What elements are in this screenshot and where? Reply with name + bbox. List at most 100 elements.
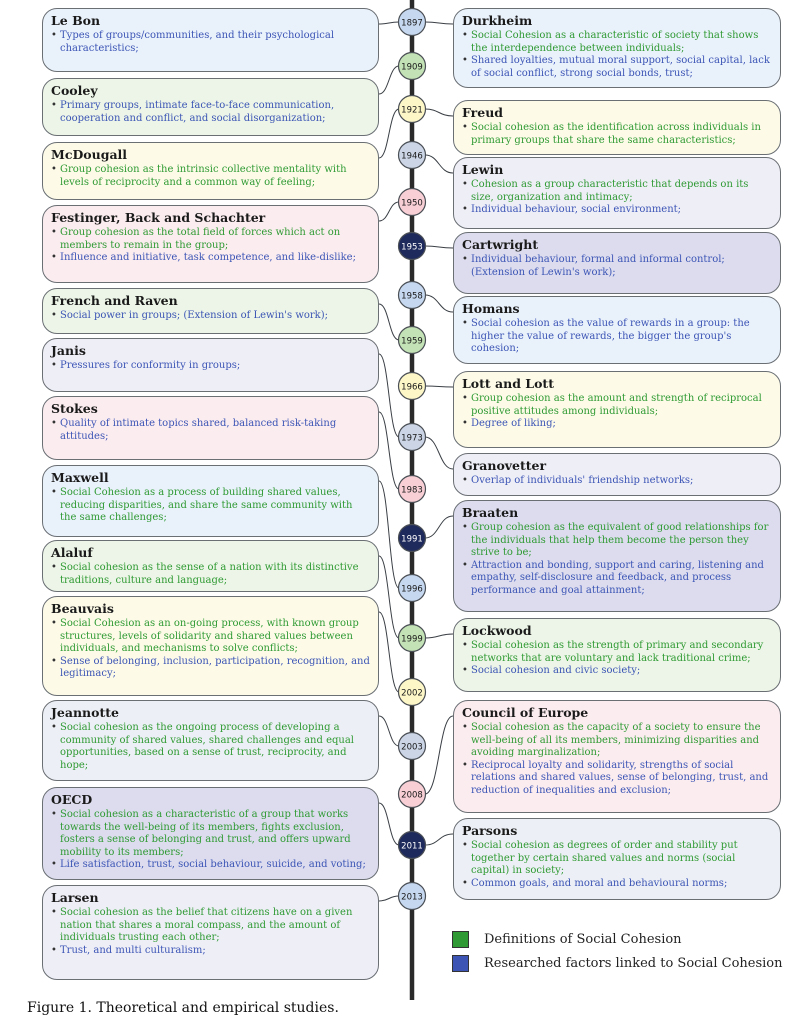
year-node-1973: 1973 [397,422,427,452]
factor-item: Trust, and multi culturalism; [51,945,370,958]
study-card-le-bon: Le BonTypes of groups/communities, and t… [42,8,379,72]
connector-line [378,108,400,159]
study-author: Granovetter [462,458,547,473]
year-node-circle [397,187,427,217]
study-author: Festinger, Back and Schachter [51,210,266,225]
year-label: 1983 [401,485,423,495]
connector-line [378,480,400,589]
study-card-oecd: OECD Social cohesion as a characteristic … [42,787,379,880]
year-label: 1953 [401,242,423,252]
year-node-2003: 2003 [397,731,427,761]
study-author: Cartwright [462,237,539,252]
connector-line [378,21,400,25]
connector-line [424,108,454,117]
study-card-homans: HomansSocial cohesion as the value of re… [453,296,781,364]
study-card-larsen: LarsenSocial cohesion as the belief that… [42,885,379,980]
year-node-1996: 1996 [397,573,427,603]
year-node-circle [397,325,427,355]
year-label: 1966 [401,382,423,392]
year-label: 2003 [401,742,423,752]
year-node-1958: 1958 [397,280,427,310]
year-label: 1996 [401,584,423,594]
factor-item: Social power in groups; (Extension of Le… [51,310,370,323]
definition-item: Social Cohesion as an on-going process, … [51,618,370,656]
definition-item: Social cohesion as a characteristic of a… [51,809,370,859]
year-node-circle [397,422,427,452]
factor-item: Individual behaviour, formal and informa… [462,254,772,279]
factor-item: Types of groups/communities, and their p… [51,30,370,55]
year-node-circle [397,623,427,653]
study-author: Maxwell [51,470,109,485]
legend-swatch-definitions [452,930,469,948]
year-label: 1946 [401,151,423,161]
study-card-freud: FreudSocial cohesion as the identificati… [453,100,781,155]
definition-item: Social cohesion as the belief that citiz… [51,907,370,945]
year-label: 1991 [401,534,423,544]
year-node-circle [397,231,427,261]
study-author: Stokes [51,401,98,416]
year-node-circle [397,140,427,170]
legend-entry-definitions: Definitions of Social Cohesion [452,929,783,949]
year-node-circle [397,280,427,310]
year-node-circle [397,371,427,401]
study-card-cartwright: CartwrightIndividual behaviour, formal a… [453,232,781,294]
year-node-circle [397,573,427,603]
study-card-parsons: ParsonsSocial cohesion as degrees of ord… [453,818,781,900]
year-label: 2011 [401,841,423,851]
connector-line [378,303,400,341]
study-card-durkheim: DurkheimSocial Cohesion as a characteris… [453,8,781,88]
connector-line [378,802,400,846]
connector-line [378,611,400,693]
legend-entry-factors: Researched factors linked to Social Cohe… [452,953,783,973]
definition-item: Group cohesion as the equivalent of good… [462,522,772,560]
study-author: Freud [462,105,504,120]
year-node-circle [397,94,427,124]
year-label: 1973 [401,433,423,443]
year-node-2002: 2002 [397,677,427,707]
study-author: Beauvais [51,601,114,616]
study-card-jeannotte: JeannotteSocial cohesion as the ongoing … [42,700,379,781]
definition-item: Social Cohesion as a process of building… [51,487,370,525]
study-card-french-and-raven: French and RavenSocial power in groups; … [42,288,379,334]
factor-item: Quality of intimate topics shared, balan… [51,418,370,443]
year-node-2013: 2013 [397,881,427,911]
study-author: Cooley [51,83,98,98]
study-author: Larsen [51,890,99,905]
connector-line [424,385,454,388]
factor-item: Pressures for conformity in groups; [51,360,370,373]
study-author: Homans [462,301,520,316]
definition-item: Social cohesion as the strength of prima… [462,640,772,665]
study-author: Alaluf [51,545,93,560]
study-card-mcdougall: McDougallGroup cohesion as the intrinsic… [42,142,379,200]
factor-item: Primary groups, intimate face-to-face co… [51,100,370,125]
factor-item: Attraction and bonding, support and cari… [462,560,772,598]
factor-item: Shared loyalties, mutual moral support, … [462,55,772,80]
year-node-1959: 1959 [397,325,427,355]
connector-line [378,715,400,747]
year-node-1897: 1897 [397,7,427,37]
study-card-cooley: CooleyPrimary groups, intimate face-to-f… [42,78,379,136]
year-node-circle [397,881,427,911]
factor-item: Common goals, and moral and behavioural … [462,878,772,891]
connector-line [424,21,454,25]
definition-item: Group cohesion as the amount and strengt… [462,393,772,418]
connector-line [424,154,454,174]
study-card-lewin: LewinCohesion as a group characteristic … [453,157,781,229]
definition-item: Social cohesion as the identification ac… [462,122,772,147]
legend-label-factors: Researched factors linked to Social Cohe… [484,955,783,971]
connector-line [378,201,400,222]
factor-item: Overlap of individuals' friendship netwo… [462,475,772,488]
year-label: 1999 [401,634,423,644]
factor-item: Influence and initiative, task competenc… [51,252,370,265]
study-author: OECD [51,792,93,807]
year-label: 2002 [401,688,423,698]
definition-item: Social cohesion as the sense of a nation… [51,562,370,587]
connector-line [424,633,454,639]
study-card-stokes: StokesQuality of intimate topics shared,… [42,396,379,460]
connector-line [424,715,454,795]
study-author: Council of Europe [462,705,589,720]
legend-label-definitions: Definitions of Social Cohesion [484,931,682,947]
factor-item: Social cohesion and civic society; [462,665,772,678]
study-author: McDougall [51,147,128,162]
